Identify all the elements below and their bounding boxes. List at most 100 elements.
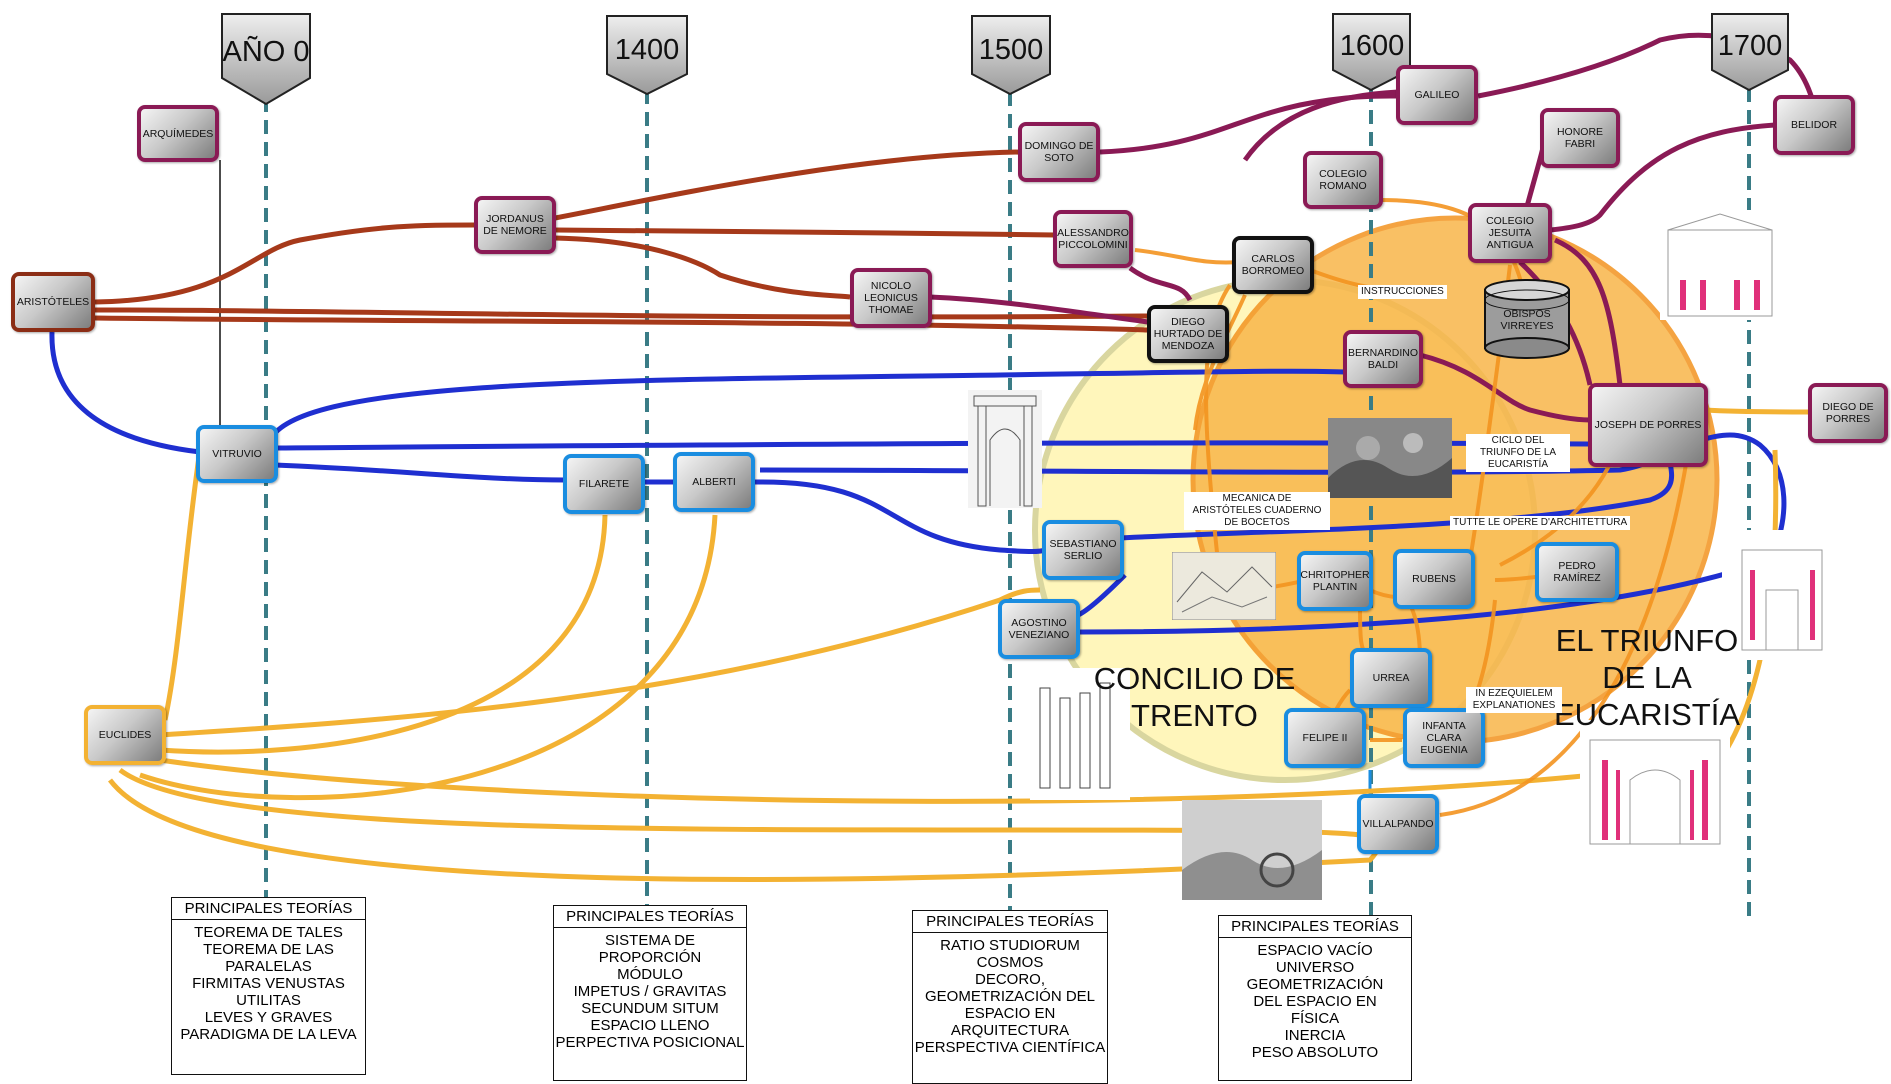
node-joseph-de-porres[interactable]: JOSEPH DE PORRES: [1588, 383, 1708, 467]
theory-item: PESO ABSOLUTO: [1251, 1044, 1379, 1061]
theory-title: PRINCIPALES TEORÍAS: [172, 898, 365, 920]
era-label-1500: 1500: [978, 34, 1044, 66]
obispos-virreyes-cylinder: [1484, 279, 1570, 359]
node-alessandro-piccolomini[interactable]: ALESSANDRO PICCOLOMINI: [1053, 210, 1133, 268]
columns-sketch-thumb: [1030, 668, 1130, 800]
era-marker-1700-shape: [1711, 13, 1789, 92]
node-chritopher-plantin[interactable]: CHRITOPHER PLANTIN: [1297, 551, 1373, 611]
label-mecanica-aristoteles: MECANICA DE ARISTÓTELES CUADERNO DE BOCE…: [1184, 492, 1330, 530]
link-aristoteles-vitruvio: [49, 331, 201, 455]
label-in-ezequielem: IN EZEQUIELEM EXPLANATIONES: [1466, 687, 1562, 713]
link-euclides-filarete: [159, 514, 608, 755]
theory-box-1500: PRINCIPALES TEORÍAS RATIO STUDIORUM COSM…: [912, 910, 1108, 1084]
node-diego-de-porres[interactable]: DIEGO DE PORRES: [1808, 383, 1888, 443]
node-galileo[interactable]: GALILEO: [1396, 65, 1478, 125]
link-vitruvio-filarete: [274, 462, 566, 483]
link-vitruvio-bernardino: [267, 368, 1346, 442]
link-vitruvio-euclides: [162, 449, 203, 721]
node-pedro-ramirez[interactable]: PEDRO RAMÍREZ: [1535, 542, 1619, 602]
node-honore-fabri[interactable]: HONORE FABRI: [1540, 108, 1620, 168]
node-rubens[interactable]: RUBENS: [1393, 549, 1475, 609]
node-vitruvio[interactable]: VITRUVIO: [196, 425, 278, 483]
theory-item: FIRMITAS VENUSTAS UTILITAS: [192, 975, 345, 1009]
node-obispos-virreyes[interactable]: OBISPOS VIRREYES: [1500, 308, 1554, 332]
theory-item: UNIVERSO: [1275, 959, 1355, 976]
theory-item: ESPACIO VACÍO: [1257, 942, 1373, 959]
link-jordanus-domingo: [554, 149, 1021, 221]
node-colegio-jesuita-antigua[interactable]: COLEGIO JESUITA ANTIGUA: [1468, 203, 1552, 263]
painting-thumb: [1328, 418, 1452, 498]
node-sebastiano-serlio[interactable]: SEBASTIANO SERLIO: [1042, 520, 1124, 580]
triunfo-eucaristia-title: EL TRIUNFO DE LA EUCARISTÍA: [1553, 623, 1741, 732]
era-label-1600: 1600: [1339, 30, 1405, 62]
theory-item: ARQUITECTURA: [950, 1022, 1070, 1039]
facade-drawing-top-thumb: [1660, 210, 1780, 320]
node-bernardino-baldi[interactable]: BERNARDINO BALDI: [1343, 330, 1423, 388]
era-marker-1500-shape: [971, 15, 1051, 96]
label-ciclo-triunfo: CICLO DEL TRIUNFO DE LA EUCARISTÍA: [1466, 434, 1570, 472]
node-jordanus-de-nemore[interactable]: JORDANUS DE NEMORE: [474, 196, 556, 254]
theory-item: PERPECTIVA POSICIONAL: [555, 1034, 745, 1051]
node-urrea[interactable]: URREA: [1350, 648, 1432, 708]
link-alessandro-diego: [1128, 265, 1193, 302]
arch-engraving-thumb: [968, 390, 1042, 508]
link-domingo-galileo: [1099, 93, 1399, 155]
node-euclides[interactable]: EUCLIDES: [84, 705, 166, 765]
node-arquimedes[interactable]: ARQUÍMEDES: [137, 105, 219, 162]
facade-drawing-mid-thumb: [1722, 530, 1842, 660]
link-aristoteles-diego2: [94, 307, 1149, 320]
era-label-ano0: AÑO 0: [222, 36, 310, 68]
theory-item: ESPACIO LLENO: [590, 1017, 710, 1034]
theory-item: TEOREMA DE LAS PARALELAS: [203, 941, 334, 975]
link-jordanus-alessandro: [554, 227, 1056, 238]
link-euclides-alberti: [139, 514, 718, 801]
node-agostino-veneziano[interactable]: AGOSTINO VENEZIANO: [998, 599, 1080, 659]
theory-item: SECUNDUM SITUM: [581, 1000, 719, 1017]
theory-item: INERCIA: [1284, 1027, 1346, 1044]
link-bernardino-joseph: [1419, 352, 1591, 423]
label-instrucciones: INSTRUCCIONES: [1358, 285, 1447, 299]
node-domingo-de-soto[interactable]: DOMINGO DE SOTO: [1018, 122, 1100, 182]
map-sketch-thumb: [1172, 552, 1276, 620]
link-alessandro-carlos: [1134, 248, 1241, 265]
theory-box-1400: PRINCIPALES TEORÍAS SISTEMA DE PROPORCIÓ…: [553, 905, 747, 1081]
theory-item: GEOMETRIZACIÓN DEL ESPACIO EN: [924, 988, 1096, 1022]
link-galileo-1700: [1477, 32, 1821, 121]
node-infanta-clara-eugenia[interactable]: INFANTA CLARA EUGENIA: [1403, 708, 1485, 768]
node-filarete[interactable]: FILARETE: [563, 454, 645, 514]
theory-title: PRINCIPALES TEORÍAS: [1219, 916, 1411, 938]
theory-item: SISTEMA DE PROPORCIÓN: [598, 932, 702, 966]
theory-item: PARADIGMA DE LA LEVA: [180, 1026, 357, 1043]
node-aristoteles[interactable]: ARISTÓTELES: [11, 272, 95, 332]
era-marker-1400-shape: [606, 15, 688, 96]
era-marker-ano0-shape: [221, 13, 311, 106]
theory-item: GEOMETRIZACIÓN DEL ESPACIO EN FÍSICA: [1246, 976, 1384, 1027]
node-belidor[interactable]: BELIDOR: [1773, 95, 1855, 155]
theory-item: COSMOS: [976, 954, 1044, 971]
link-euclides-villalpando2: [108, 778, 1383, 883]
node-nicolo-leonicus-thomae[interactable]: NICOLO LEONICUS THOMAE: [850, 268, 932, 328]
node-carlos-borromeo[interactable]: CARLOS BORROMEO: [1232, 236, 1314, 294]
node-villalpando[interactable]: VILLALPANDO: [1357, 794, 1439, 854]
theory-item: TEOREMA DE TALES: [194, 924, 343, 941]
link-jesuit-obispos: [1553, 237, 1623, 386]
link-aristoteles-jordanus: [94, 222, 476, 305]
node-felipe-ii[interactable]: FELIPE II: [1284, 708, 1366, 768]
link-alberti-serlio: [754, 479, 1046, 554]
theory-item: DECORO,: [974, 971, 1045, 988]
link-jordanus-nicolo: [554, 235, 851, 300]
node-colegio-romano[interactable]: COLEGIO ROMANO: [1303, 151, 1383, 209]
era-label-1700: 1700: [1717, 30, 1783, 62]
link-1600-galileo: [1242, 89, 1399, 162]
battle-engraving-thumb: [1182, 800, 1322, 900]
era-marker-shapes: [221, 13, 1789, 106]
theory-title: PRINCIPALES TEORÍAS: [554, 906, 746, 928]
theory-box-ano0: PRINCIPALES TEORÍAS TEOREMA DE TALES TEO…: [171, 897, 366, 1075]
concilio-de-trento-title: CONCILIO DE TRENTO: [1093, 661, 1296, 733]
node-alberti[interactable]: ALBERTI: [673, 452, 755, 512]
label-tutte-le-opere: TUTTE LE OPERE D'ARCHITETTURA: [1450, 516, 1631, 530]
node-diego-hurtado-de-mendoza[interactable]: DIEGO HURTADO DE MENDOZA: [1147, 305, 1229, 363]
link-euclides-agostino: [159, 587, 1041, 738]
theory-title: PRINCIPALES TEORÍAS: [913, 911, 1107, 933]
